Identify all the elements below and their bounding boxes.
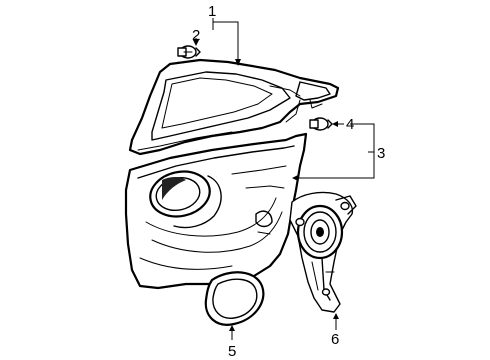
speaker-grille: [204, 271, 265, 326]
callout-4: 4: [346, 116, 354, 133]
speaker-assembly: [289, 191, 357, 313]
clip-fastener-lower: [309, 117, 333, 131]
callout-5: 5: [228, 343, 236, 360]
callout-2: 2: [192, 27, 200, 44]
clip-fastener-upper: [177, 45, 201, 59]
callout-6: 6: [331, 331, 339, 348]
upper-quarter-trim-panel: [128, 58, 340, 156]
leader-lines: [193, 18, 375, 340]
callout-1: 1: [208, 3, 216, 20]
lower-quarter-trim-panel: [124, 132, 308, 290]
callout-labels: 1 2 3 4 5 6: [192, 3, 385, 360]
callout-3: 3: [377, 145, 385, 162]
